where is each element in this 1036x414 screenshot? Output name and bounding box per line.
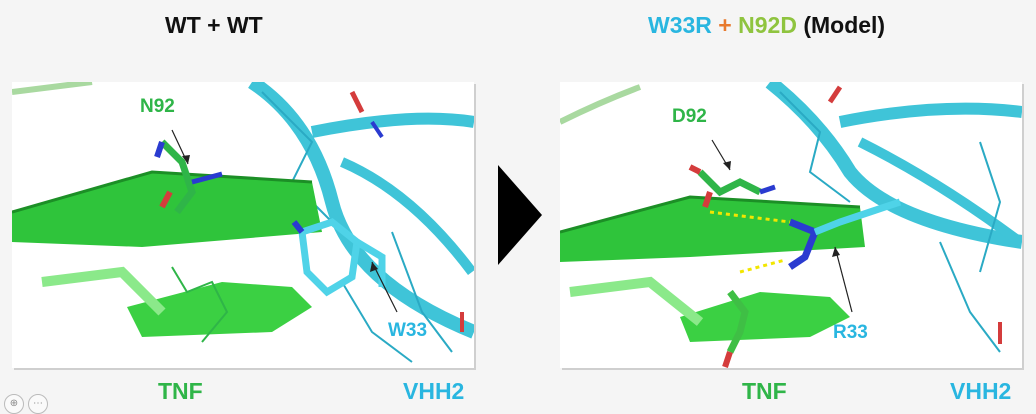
right-arrow-icon	[498, 165, 542, 265]
residue-label-n92: N92	[140, 96, 175, 117]
structure-panel-right: D92 R33	[560, 82, 1022, 368]
title-right-model: (Model)	[796, 12, 886, 38]
label-vhh2-right: VHH2	[950, 378, 1012, 404]
title-right-plus: +	[711, 12, 739, 38]
more-icon[interactable]: ⋯	[28, 394, 48, 414]
title-left: WT + WT	[165, 12, 263, 38]
zoom-in-icon[interactable]: ⊕	[4, 394, 24, 414]
residue-label-w33: W33	[388, 320, 428, 341]
structure-panel-left: N92 W33	[12, 82, 474, 368]
label-tnf-left: TNF	[158, 378, 203, 404]
title-right-mutant2: N92D	[738, 12, 797, 38]
title-right: W33R + N92D (Model)	[648, 12, 885, 39]
label-vhh2-left: VHH2	[403, 378, 465, 404]
residue-label-r33: R33	[833, 322, 868, 343]
structure-render-left	[12, 82, 474, 363]
label-tnf-right: TNF	[742, 378, 787, 404]
residue-label-d92: D92	[672, 106, 707, 127]
title-right-mutant1: W33R	[648, 12, 712, 38]
structure-render-right	[560, 82, 1022, 368]
